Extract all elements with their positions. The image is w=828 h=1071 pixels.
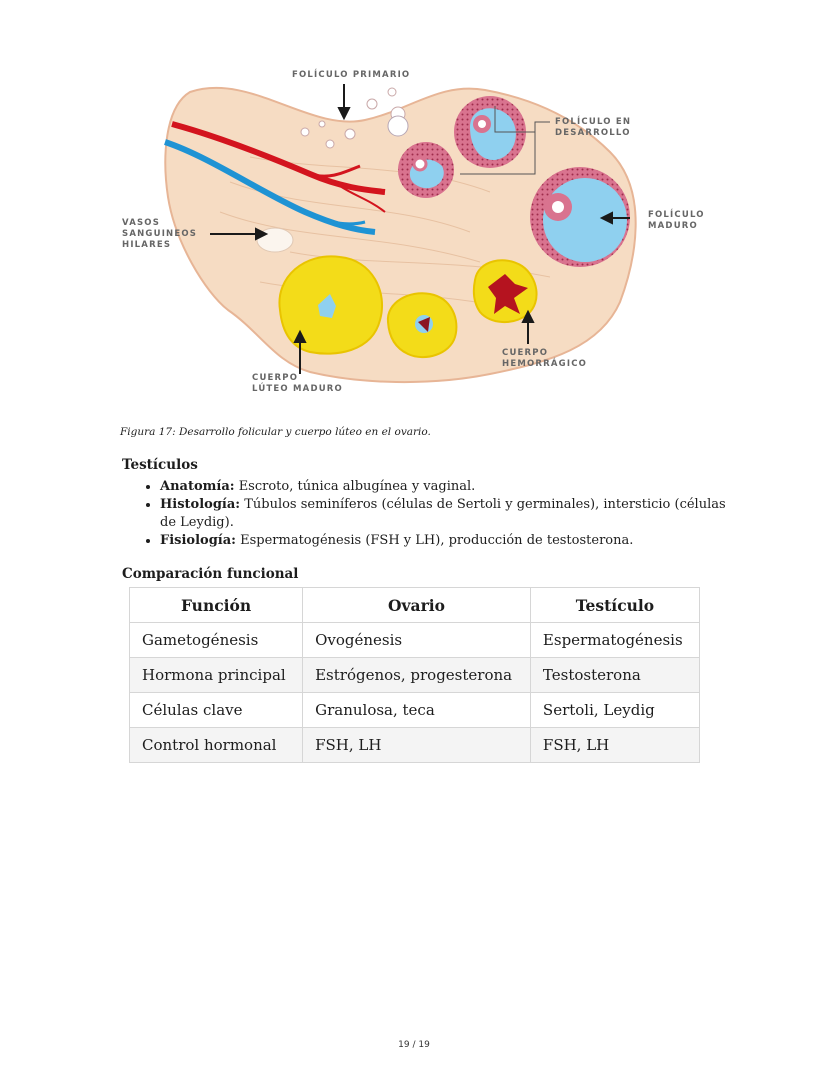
developing-follicle-small — [398, 142, 454, 198]
table-row: Hormona principal Estrógenos, progestero… — [128, 657, 701, 693]
table-cell: Gametogénesis — [128, 622, 304, 658]
ovary-illustration: FOLÍCULO PRIMARIO FOLÍCULO EN DESARROLLO… — [122, 68, 705, 394]
table-cell: Testosterona — [529, 657, 701, 693]
primary-follicles — [300, 87, 409, 149]
label-hemorrhagic-1: CUERPO — [502, 348, 548, 358]
pointer-arrows — [210, 84, 630, 374]
label-hilar-vessels-3: HILARES — [122, 240, 171, 250]
list-item: Histología: Túbulos seminíferos (células… — [160, 496, 730, 532]
artery-vessel — [171, 121, 386, 195]
list-item-text: Túbulos seminíferos (células de Sertoli … — [160, 497, 726, 530]
label-mature-corpus-1: CUERPO — [252, 373, 298, 383]
label-mature-corpus-2: LÚTEO MADURO — [252, 382, 343, 394]
table-cell: Células clave — [128, 692, 304, 728]
table-row: Células clave Granulosa, teca Sertoli, L… — [128, 692, 701, 728]
label-developing-follicle-1: FOLÍCULO EN — [555, 115, 631, 127]
label-primary-follicle: FOLÍCULO PRIMARIO — [292, 68, 410, 80]
list-item: Anatomía: Escroto, túnica albugínea y va… — [160, 478, 730, 496]
comparison-table: Función Ovario Testículo Gametogénesis O… — [128, 587, 701, 763]
ovary-figure: FOLÍCULO PRIMARIO FOLÍCULO EN DESARROLLO… — [110, 62, 720, 402]
testiculos-list: Anatomía: Escroto, túnica albugínea y va… — [142, 478, 730, 550]
table-cell: Sertoli, Leydig — [529, 692, 701, 728]
list-item-term: Histología: — [160, 497, 241, 512]
table-cell: Ovogénesis — [302, 622, 531, 658]
table-header-cell: Testículo — [529, 587, 701, 623]
list-item: Fisiología: Espermatogénesis (FSH y LH),… — [160, 532, 730, 550]
page-number: 19 / 19 — [398, 1040, 430, 1050]
mature-follicle — [530, 167, 630, 267]
label-hemorrhagic-2: HEMORRÁGICO — [502, 357, 587, 369]
table-cell: Control hormonal — [128, 727, 304, 763]
table-cell: Hormona principal — [128, 657, 304, 693]
table-cell: FSH, LH — [302, 727, 531, 763]
table-cell: Estrógenos, progesterona — [302, 657, 531, 693]
mature-corpus-luteum — [278, 255, 383, 355]
list-item-term: Anatomía: — [160, 479, 235, 494]
section-heading-comparacion: Comparación funcional — [122, 566, 299, 582]
label-mature-follicle-2: MADURO — [648, 221, 698, 231]
label-hilar-vessels-2: SANGUINEOS — [122, 229, 197, 239]
corpus-luteum — [386, 292, 458, 359]
table-header-row: Función Ovario Testículo — [128, 587, 701, 623]
table-row: Control hormonal FSH, LH FSH, LH — [128, 727, 701, 763]
label-developing-follicle-2: DESARROLLO — [555, 128, 631, 138]
table-cell: Granulosa, teca — [302, 692, 531, 728]
label-mature-follicle-1: FOLÍCULO — [648, 208, 705, 220]
section-heading-testiculos: Testículos — [122, 457, 198, 473]
label-hilar-vessels-1: VASOS — [122, 218, 160, 228]
table-header-cell: Función — [128, 587, 304, 623]
table-cell: FSH, LH — [529, 727, 701, 763]
list-item-text: Espermatogénesis (FSH y LH), producción … — [235, 533, 634, 548]
list-item-term: Fisiología: — [160, 533, 236, 548]
table-header-cell: Ovario — [302, 587, 531, 623]
developing-follicle — [454, 96, 526, 168]
vein-vessel — [164, 139, 376, 235]
list-item-text: Escroto, túnica albugínea y vaginal. — [234, 479, 476, 494]
table-row: Gametogénesis Ovogénesis Espermatogénesi… — [128, 622, 701, 658]
table-cell: Espermatogénesis — [529, 622, 701, 658]
figure-caption: Figura 17: Desarrollo folicular y cuerpo… — [120, 426, 431, 438]
